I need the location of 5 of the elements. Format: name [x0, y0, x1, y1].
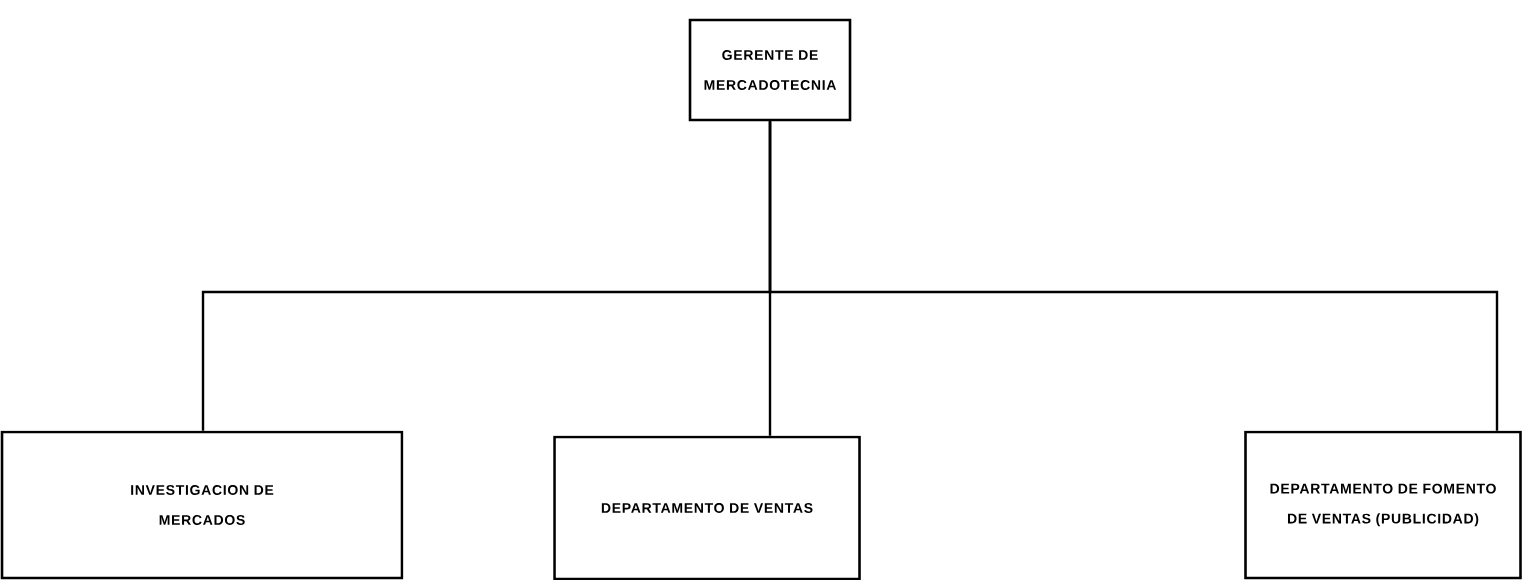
org-box: DEPARTAMENTO DE FOMENTO DE VENTAS (PUBLICIDAD): [1244, 430, 1522, 580]
connector-line: [768, 121, 1499, 431]
org-box: GERENTE DE MERCADOTECNIA: [688, 18, 852, 122]
org-box: INVESTIGACION DE MERCADOS: [0, 430, 404, 580]
org-box: DEPARTAMENTO DE VENTAS: [553, 435, 861, 580]
